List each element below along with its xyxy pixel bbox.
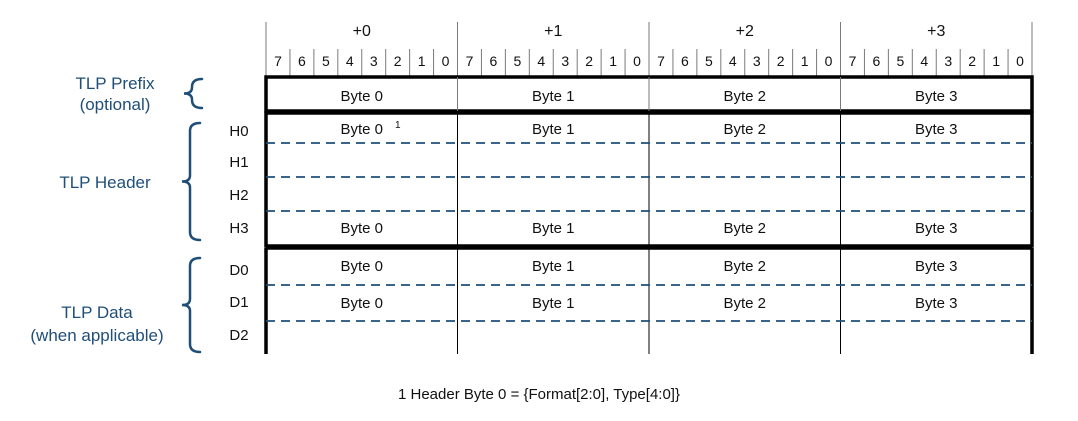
bit-label: 1 [801, 53, 809, 69]
offset-label: +1 [544, 23, 562, 40]
bit-label: 3 [944, 53, 952, 69]
h0-byte-cell: Byte 1 [532, 121, 575, 138]
bit-label: 7 [274, 53, 282, 69]
bit-label: 5 [513, 53, 521, 69]
d1-byte-cell: Byte 0 [340, 295, 383, 312]
offset-label: +2 [736, 23, 754, 40]
bit-label: 2 [585, 53, 593, 69]
bit-label: 6 [298, 53, 306, 69]
bit-label: 5 [705, 53, 713, 69]
bit-label: 5 [322, 53, 330, 69]
bit-label: 4 [920, 53, 928, 69]
group-title: TLP Header [59, 173, 151, 192]
group-title: TLP Prefix [75, 74, 155, 93]
d1-byte-cell: Byte 2 [723, 295, 766, 312]
row-label-h2: H2 [229, 187, 248, 204]
bit-label: 2 [394, 53, 402, 69]
h3-byte-cell: Byte 3 [915, 220, 958, 237]
h0-byte-cell: Byte 2 [723, 121, 766, 138]
bit-label: 7 [466, 53, 474, 69]
d1-byte-cell: Byte 3 [915, 295, 958, 312]
row-label-h0: H0 [229, 123, 248, 140]
bit-label: 6 [873, 53, 881, 69]
prefix-byte-cell: Byte 2 [723, 88, 766, 105]
bit-label: 6 [681, 53, 689, 69]
group-title: (optional) [80, 95, 151, 114]
bit-label: 4 [537, 53, 545, 69]
offset-label: +0 [353, 23, 371, 40]
bit-label: 4 [346, 53, 354, 69]
prefix-byte-cell: Byte 1 [532, 88, 575, 105]
bit-label: 3 [753, 53, 761, 69]
d0-byte-cell: Byte 0 [340, 258, 383, 275]
footnote-marker: 1 [395, 120, 401, 131]
row-label-d1: D1 [229, 294, 248, 311]
bit-label: 3 [370, 53, 378, 69]
data-brace [181, 256, 202, 354]
bit-label: 1 [992, 53, 1000, 69]
bit-label: 4 [729, 53, 737, 69]
bit-label: 7 [657, 53, 665, 69]
tlp-table: Byte 0 Byte 1 Byte 2 Byte 3 Byte 0 Byte 0 Byte… [264, 75, 1034, 354]
offset-label: +3 [927, 23, 945, 40]
bit-label: 1 [609, 53, 617, 69]
prefix-byte-cell: Byte 3 [915, 88, 958, 105]
bit-label: 5 [896, 53, 904, 69]
prefix-brace [183, 77, 204, 110]
d0-byte-cell: Byte 1 [532, 258, 575, 275]
footnote: 1 Header Byte 0 = {Format[2:0], Type[4:0… [398, 386, 680, 403]
prefix-byte-cell: Byte 0 [340, 88, 383, 105]
bit-label: 0 [442, 53, 450, 69]
bit-label: 0 [633, 53, 641, 69]
header-brace [181, 121, 202, 242]
bit-label: 1 [418, 53, 426, 69]
h3-byte-cell: Byte 1 [532, 220, 575, 237]
h0-byte-cell: Byte 3 [915, 121, 958, 138]
bit-label: 2 [968, 53, 976, 69]
h3-byte-cell: Byte 2 [723, 220, 766, 237]
d1-byte-cell: Byte 1 [532, 295, 575, 312]
row-label-d0: D0 [229, 262, 248, 279]
row-label-d2: D2 [229, 327, 248, 344]
d0-byte-cell: Byte 3 [915, 258, 958, 275]
bit-label: 0 [1016, 53, 1024, 69]
bit-label: 0 [825, 53, 833, 69]
row-label-h1: H1 [229, 154, 248, 171]
d0-byte-cell: Byte 2 [723, 258, 766, 275]
row-label-h3: H3 [229, 220, 248, 237]
bit-label: 7 [849, 53, 857, 69]
bit-label: 3 [561, 53, 569, 69]
bit-label: 2 [777, 53, 785, 69]
group-title: (when applicable) [30, 326, 163, 345]
bit-label: 6 [490, 53, 498, 69]
group-title: TLP Data [61, 303, 133, 322]
h3-byte-cell: Byte 0 [340, 220, 383, 237]
h0-byte-cell: Byte 0 [340, 121, 383, 138]
